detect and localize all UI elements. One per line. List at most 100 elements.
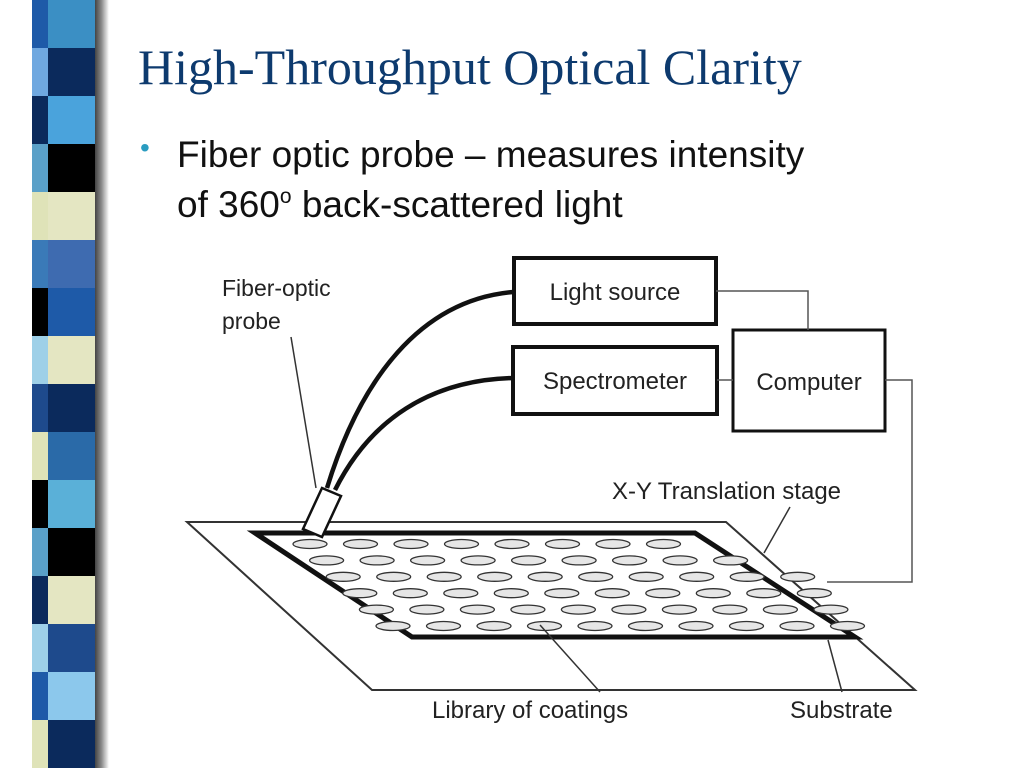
sidebar-stripe	[48, 384, 95, 432]
probe-label-line-2: probe	[222, 308, 281, 334]
coating-well	[425, 620, 462, 632]
bullet-line-1: Fiber optic probe – measures intensity	[177, 134, 805, 175]
sidebar-stripe	[48, 672, 95, 720]
coating-well	[325, 571, 361, 582]
coating-well	[780, 571, 816, 582]
sidebar-stripe	[48, 0, 95, 48]
decorative-sidebar	[0, 0, 110, 768]
coating-well	[544, 538, 581, 550]
coating-well	[292, 538, 328, 550]
coating-well	[375, 620, 411, 632]
coating-well	[611, 604, 647, 615]
coating-well	[443, 538, 480, 550]
coating-well	[443, 588, 479, 599]
coating-well	[527, 571, 563, 582]
light-source-label: Light source	[550, 279, 681, 306]
coating-well	[426, 571, 462, 582]
coating-well	[393, 538, 429, 550]
coating-well	[477, 571, 513, 582]
sidebar-stripes-right	[48, 0, 95, 768]
stage-label-pointer	[763, 506, 791, 554]
coating-well	[510, 555, 547, 566]
sidebar-stripe	[48, 336, 95, 384]
light-source-to-computer	[716, 290, 809, 330]
coating-well	[460, 555, 496, 566]
coating-well	[627, 620, 664, 632]
coating-well	[342, 588, 378, 599]
coating-well	[712, 604, 748, 615]
coating-well	[595, 538, 631, 550]
substrate-label-pointer	[827, 639, 843, 693]
coating-well	[392, 588, 428, 599]
coating-well	[645, 588, 681, 599]
coating-well	[459, 604, 496, 615]
computer-label: Computer	[756, 369, 861, 396]
coating-well	[577, 620, 613, 632]
coating-well	[510, 604, 546, 615]
slide-title: High-Throughput Optical Clarity	[138, 39, 802, 95]
substrate-label: Substrate	[790, 697, 893, 724]
coating-well	[779, 620, 815, 632]
coating-well	[678, 620, 714, 632]
coating-well	[712, 555, 749, 566]
coating-well	[578, 571, 614, 582]
spectrometer-label: Spectrometer	[543, 368, 687, 395]
coating-well	[594, 588, 630, 599]
coating-well	[476, 620, 512, 632]
coating-well	[661, 604, 698, 615]
coating-well	[409, 555, 446, 566]
library-label: Library of coatings	[432, 697, 628, 724]
sidebar-stripe	[48, 720, 95, 768]
coating-well	[679, 571, 715, 582]
coating-well	[494, 538, 530, 550]
coating-well	[409, 604, 445, 615]
coating-well	[762, 604, 799, 615]
coating-well	[561, 555, 597, 566]
fiber-to-light-source	[324, 289, 514, 489]
sidebar-stripe	[48, 432, 95, 480]
sidebar-stripe	[48, 240, 95, 288]
sidebar-stripe	[48, 96, 95, 144]
coating-well	[662, 555, 698, 566]
sidebar-stripe	[48, 192, 95, 240]
coating-well	[358, 604, 395, 615]
coating-well	[359, 555, 395, 566]
sidebar-shadow	[95, 0, 109, 768]
coating-well	[695, 588, 731, 599]
coating-well	[829, 620, 866, 632]
library-label-pointer	[539, 624, 601, 693]
coating-well	[611, 555, 648, 566]
bullet-line-2: of 360o back-scattered light	[177, 184, 623, 225]
coating-well	[493, 588, 529, 599]
fiber-to-spectrometer	[332, 375, 514, 492]
bullet-icon: •	[140, 132, 150, 163]
sidebar-stripe	[48, 576, 95, 624]
coating-well	[729, 571, 765, 582]
probe-label-pointer	[290, 336, 317, 489]
sidebar-stripe	[48, 288, 95, 336]
coating-well	[796, 588, 832, 599]
coating-well	[813, 604, 849, 615]
probe-icon	[301, 486, 343, 539]
coating-well	[628, 571, 664, 582]
coating-well	[560, 604, 597, 615]
sidebar-stripe	[48, 528, 95, 576]
sidebar-stripe	[48, 624, 95, 672]
coating-well	[544, 588, 580, 599]
coating-well	[342, 538, 379, 550]
bullet-text: Fiber optic probe – measures intensity o…	[177, 130, 804, 230]
coating-well	[376, 571, 412, 582]
computer-to-stage	[827, 379, 913, 583]
sidebar-stripe	[48, 48, 95, 96]
sidebar-stripe	[48, 144, 95, 192]
plate-outline	[246, 530, 864, 640]
probe-label-line-1: Fiber-optic	[222, 275, 331, 301]
coating-well	[308, 555, 345, 566]
stage-label: X-Y Translation stage	[612, 478, 841, 505]
coating-wells	[292, 538, 866, 632]
coating-well	[645, 538, 682, 550]
sidebar-stripe	[48, 480, 95, 528]
coating-well	[746, 588, 782, 599]
coating-well	[728, 620, 765, 632]
